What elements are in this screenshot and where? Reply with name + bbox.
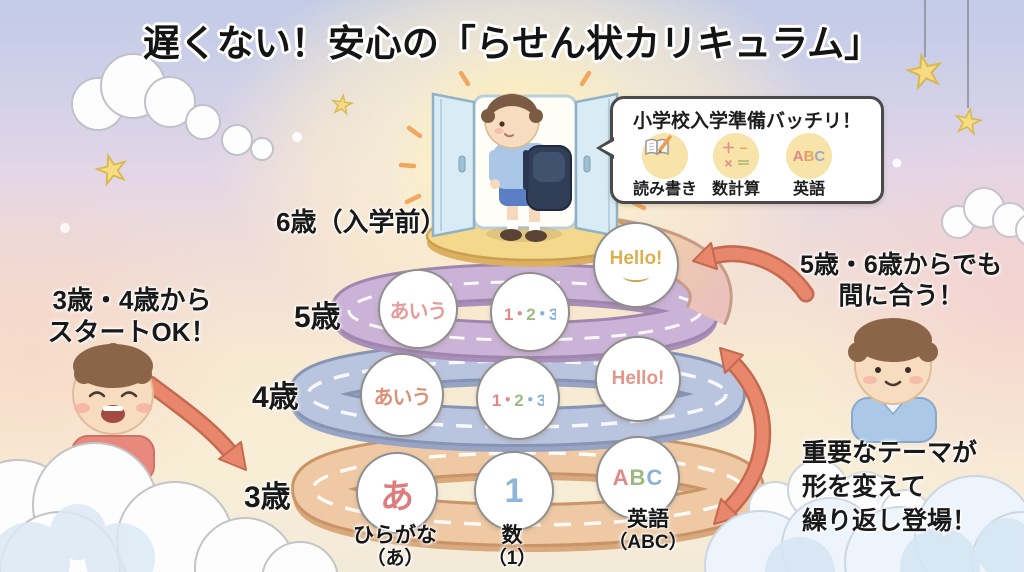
speech-bubble: 小学校入学準備バッチリ！ ＋ − × ＝ ABC 読み書き 数計算 英語 [596, 96, 884, 204]
arrow-start-left [141, 375, 247, 471]
callout-catchup-line2: 間に合う！ [838, 282, 964, 310]
age-label-4: 4歳 [252, 381, 299, 414]
bubble-item-label: 英語 [792, 181, 825, 198]
age-label-6: 6歳（入学前） [276, 207, 447, 237]
equals-symbol: ＝ [736, 155, 751, 171]
footer-label-english: 英語 （ABC） [608, 508, 688, 553]
node-age3-number: 1 [474, 451, 554, 531]
star-icon [954, 107, 982, 134]
node-age5-hiragana: あいう [378, 269, 458, 349]
callout-start: 3歳・4歳から スタートOK！ [30, 284, 234, 348]
cloud-top-left [71, 53, 274, 161]
footer-label-hiragana: ひらがな （あ） [353, 524, 437, 569]
age-label-5: 5歳 [294, 301, 341, 334]
node-age3-english: ABC [596, 436, 680, 520]
times-symbol: × [724, 155, 733, 171]
arrow-repeat-double [713, 347, 772, 525]
sky-dot [60, 223, 70, 233]
node-age4-english: Hello! [595, 336, 681, 422]
cloud-right-middle [941, 187, 1024, 245]
star-icon [331, 94, 352, 115]
abc-icon: ABC [786, 133, 832, 179]
sparkle-icon [871, 491, 885, 505]
cloud-bottom-left [0, 442, 339, 572]
bubble-item-label: 数計算 [711, 181, 760, 198]
cloud-bottom-right [704, 459, 1024, 572]
arrow-catchup-right [692, 242, 815, 303]
speech-bubble-title: 小学校入学準備バッチリ！ [632, 111, 861, 132]
node-age5-number: 1・2・3 [490, 272, 570, 352]
hanging-stars [906, 0, 983, 135]
sky-dot [892, 158, 902, 168]
node-age4-hiragana: あいう [360, 353, 444, 437]
sparkle-icon [929, 512, 959, 542]
age-label-3: 3歳 [244, 481, 291, 514]
callout-repeat-line2: 形を変えて [802, 473, 926, 501]
node-age4-number: 1・2・3 [476, 356, 560, 440]
boy-right [848, 318, 938, 443]
callout-repeat-line1: 重要なテーマが [802, 439, 978, 467]
node-age5-english: Hello! [593, 222, 679, 308]
bubble-item-label: 読み書き [632, 181, 697, 198]
callout-repeat: 重要なテーマが 形を変えて 繰り返し登場！ [802, 436, 977, 538]
footer-label-number: 数 （1） [487, 524, 537, 569]
mini-speech-tail [623, 271, 649, 282]
boy-with-backpack [481, 93, 572, 242]
door-handle-icon [458, 155, 466, 173]
callout-catchup: 5歳・6歳からでも 間に合う！ [798, 250, 1004, 312]
callout-repeat-line3: 繰り返し登場！ [802, 507, 978, 535]
page-title: 遅くない！安心の「らせん状カリキュラム」 [142, 23, 882, 64]
book-pencil-icon [642, 133, 688, 179]
door-panel-left [431, 92, 476, 238]
plus-symbol: ＋ [721, 140, 736, 156]
callout-catchup-line1: 5歳・6歳からでも [799, 251, 1003, 279]
minus-symbol: − [739, 140, 748, 156]
door-handle-icon [583, 155, 591, 173]
star-icon [94, 152, 129, 186]
callout-start-line1: 3歳・4歳から [52, 285, 212, 315]
math-symbols-icon: ＋ − × ＝ [713, 133, 759, 179]
sky-dot [292, 132, 302, 142]
node-age3-hiragana: あ [356, 452, 438, 534]
callout-start-line2: スタートOK！ [47, 317, 217, 347]
